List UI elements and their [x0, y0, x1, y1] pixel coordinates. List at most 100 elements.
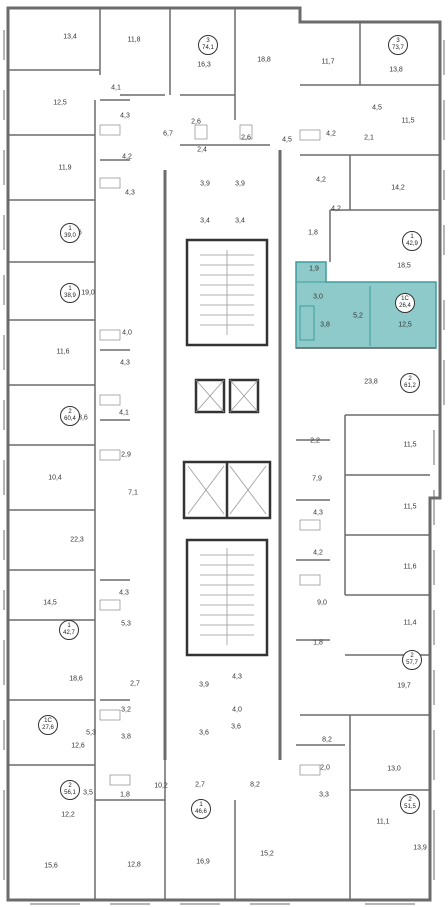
room-area-label: 2,6 [241, 134, 251, 142]
room-area-label: 3,2 [121, 706, 131, 714]
apartment-area: 27,6 [42, 725, 54, 731]
room-area-label: 4,5 [282, 136, 292, 144]
apartment-area: 42,7 [63, 630, 75, 636]
room-area-label: 4,2 [122, 153, 132, 161]
apartment-rooms: 2 [410, 653, 414, 659]
bathroom-fixtures [99, 124, 321, 786]
room-area-label: 11,5 [401, 117, 415, 125]
room-area-label: 4,0 [232, 706, 242, 714]
room-area-label: 3,8 [121, 733, 131, 741]
room-area-label: 8,2 [250, 781, 260, 789]
room-area-label: 3,9 [199, 681, 209, 689]
apartment-rooms: 1 [68, 286, 72, 292]
apartment-area: 60,4 [64, 416, 76, 422]
room-area-label: 3,9 [200, 180, 210, 188]
room-area-label: 19,7 [397, 682, 411, 690]
room-area-label: 14,5 [43, 599, 57, 607]
room-area-label: 14,2 [391, 184, 405, 192]
windows [3, 30, 445, 905]
room-area-label: 1,8 [120, 791, 130, 799]
room-area-label: 2,9 [121, 451, 131, 459]
apartment-rooms: 1С [401, 296, 409, 302]
room-area-label: 6,7 [163, 130, 173, 138]
room-area-label: 4,3 [120, 112, 130, 120]
room-area-label: 3,0 [313, 293, 323, 301]
room-area-label: 5,3 [86, 729, 96, 737]
room-area-label: 4,2 [313, 549, 323, 557]
room-area-label: 2,4 [197, 146, 207, 154]
apartment-rooms: 1 [68, 226, 72, 232]
room-area-label: 4,1 [111, 84, 121, 92]
apartment-rooms: 1 [410, 234, 414, 240]
room-area-label: 13,0 [387, 765, 401, 773]
room-area-label: 16,3 [197, 61, 211, 69]
room-area-label: 18,8 [257, 56, 271, 64]
apartment-area: 57,7 [406, 660, 418, 666]
apartment-rooms: 3 [206, 38, 210, 44]
apartment-area: 61,2 [404, 383, 416, 389]
room-area-label: 18,5 [397, 262, 411, 270]
apartment-rooms: 3 [396, 38, 400, 44]
room-area-label: 5,2 [353, 312, 363, 320]
room-area-label: 4,3 [232, 673, 242, 681]
room-area-label: 11,5 [403, 441, 417, 449]
room-area-label: 1,8 [313, 639, 323, 647]
room-area-label: 10,4 [48, 474, 62, 482]
room-area-label: 4,3 [120, 359, 130, 367]
room-area-label: 13,6 [74, 414, 88, 422]
room-area-label: 2,0 [320, 764, 330, 772]
room-area-label: 12,5 [398, 321, 412, 329]
room-area-label: 11,8 [127, 36, 141, 44]
room-area-label: 15,6 [44, 862, 58, 870]
apartment-area: 46,6 [195, 809, 207, 815]
apartment-rooms: 2 [408, 797, 412, 803]
room-area-label: 12,2 [61, 811, 75, 819]
room-area-label: 11,7 [321, 58, 335, 66]
apartment-rooms: 2 [408, 376, 412, 382]
room-area-label: 13,9 [413, 844, 427, 852]
room-area-label: 16,9 [196, 858, 210, 866]
room-area-label: 11,6 [56, 348, 70, 356]
stair-treads [187, 250, 267, 645]
apartment-area: 39,0 [64, 233, 76, 239]
room-area-label: 1,8 [308, 229, 318, 237]
room-area-label: 11,4 [403, 619, 417, 627]
room-area-label: 4,2 [331, 205, 341, 213]
apartment-area: 56,1 [64, 790, 76, 796]
room-area-label: 2,7 [130, 680, 140, 688]
room-area-label: 18,6 [69, 675, 83, 683]
room-area-label: 7,1 [128, 489, 138, 497]
room-area-label: 12,5 [53, 99, 67, 107]
room-area-label: 12,8 [127, 861, 141, 869]
room-area-label: 11,6 [403, 563, 417, 571]
apartment-area: 42,9 [406, 241, 418, 247]
apartment-rooms: 2 [68, 409, 72, 415]
room-area-label: 5,3 [121, 620, 131, 628]
apartment-area: 74,1 [202, 45, 214, 51]
room-area-label: 23,8 [364, 378, 378, 386]
room-area-label: 3,6 [231, 723, 241, 731]
room-area-label: 4,5 [372, 104, 382, 112]
room-area-label: 3,5 [83, 789, 93, 797]
room-area-label: 3,8 [320, 321, 330, 329]
right-partitions [296, 22, 440, 900]
highlighted-apartment[interactable] [295, 261, 437, 349]
room-area-label: 11,5 [403, 503, 417, 511]
room-area-label: 19,0 [81, 289, 95, 297]
